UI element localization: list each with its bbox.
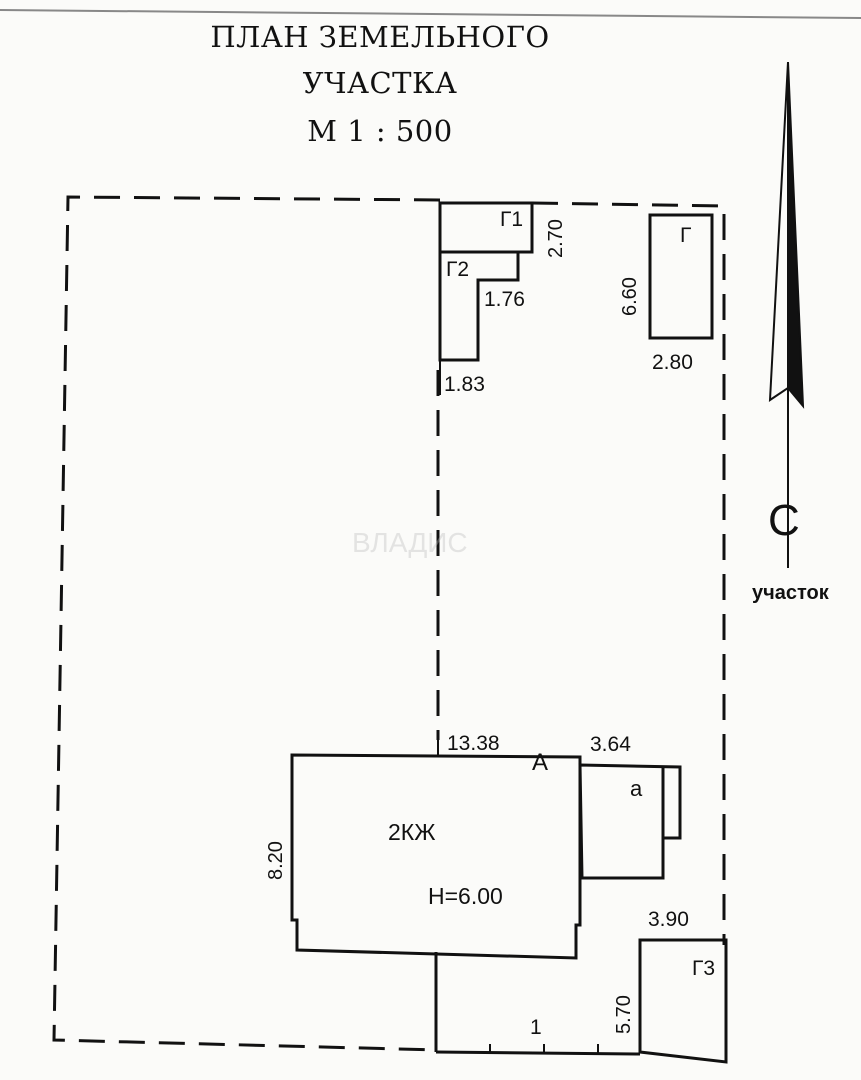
dim-g2-width: 1.83	[444, 373, 485, 396]
title-line-2: УЧАСТКА	[302, 66, 458, 100]
label-house-a: А	[532, 749, 548, 776]
dim-g-height: 6.60	[619, 277, 641, 316]
dim-g3-height: 5.70	[613, 995, 635, 1034]
building-g	[648, 213, 714, 340]
scan-edge-line	[0, 9, 861, 19]
watermark: ВЛАДИС	[352, 527, 468, 558]
building-g1	[438, 201, 534, 254]
label-g3: Г3	[692, 957, 715, 980]
street-front-line	[435, 1050, 641, 1056]
dim-marker: 1	[530, 1016, 542, 1039]
label-g2: Г2	[446, 258, 469, 281]
compass-north-letter: С	[768, 496, 800, 545]
title-line-1: ПЛАН ЗЕМЕЛЬНОГО	[210, 20, 550, 54]
neighbor-plot-label: участок	[752, 582, 830, 604]
dim-house-width: 13.38	[447, 732, 500, 755]
label-g1: Г1	[500, 208, 523, 231]
title-scale: М 1 : 500	[307, 114, 453, 148]
label-house-type: 2КЖ	[388, 819, 435, 845]
main-house-a	[290, 753, 582, 960]
dim-g1-height: 2.70	[545, 219, 567, 258]
label-house-height: Н=6.00	[428, 883, 503, 909]
label-annex-a: а	[630, 776, 643, 801]
street-label: улица	[376, 1072, 442, 1080]
plot-boundary-left	[52, 195, 441, 1052]
dim-house-depth: 8.20	[265, 841, 287, 880]
plot-boundary-right	[531, 201, 726, 945]
building-g3	[638, 938, 728, 1064]
compass-needle-right	[787, 61, 805, 409]
dim-g-width: 2.80	[652, 351, 693, 374]
dim-g2-step: 1.76	[484, 288, 525, 311]
dim-annex-width: 3.64	[590, 733, 631, 756]
compass-needle-left	[768, 61, 789, 402]
label-g: Г	[680, 224, 691, 247]
dim-g3-width: 3.90	[648, 908, 689, 931]
